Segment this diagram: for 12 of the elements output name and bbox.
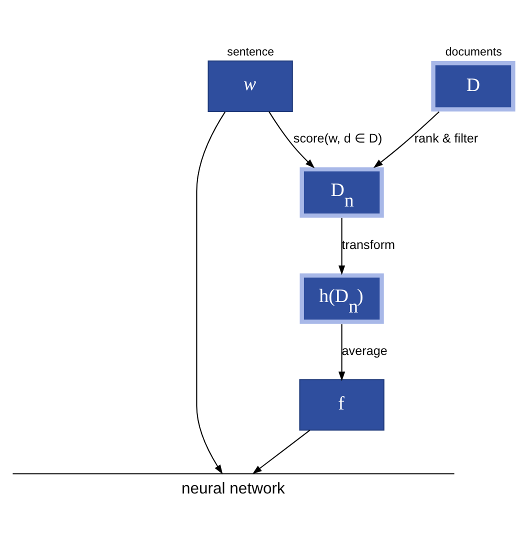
- node-label: sentence: [227, 46, 274, 58]
- arrow: [338, 324, 346, 381]
- arrow: [373, 110, 440, 168]
- edge-label: score(w, d ∈ D): [293, 131, 382, 146]
- edge-label: rank & filter: [414, 131, 478, 146]
- node-label: documents: [445, 46, 502, 58]
- arrow: [252, 429, 310, 474]
- arrow: [338, 217, 346, 274]
- arrow: [268, 110, 315, 168]
- arrow: [196, 111, 226, 474]
- node-text: neural network: [181, 480, 285, 498]
- node-box: D: [431, 60, 516, 111]
